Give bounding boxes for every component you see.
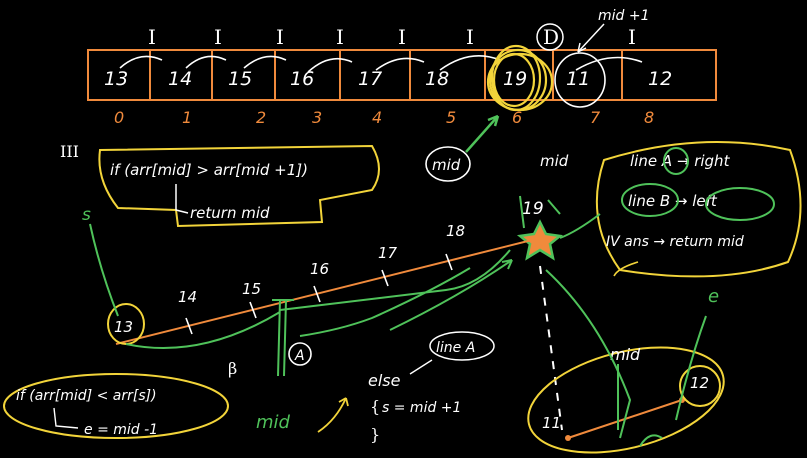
legend-outline (595, 141, 802, 278)
legend-iv: IV ans → return mid (606, 234, 744, 250)
beta-label: β (228, 359, 237, 378)
bottom-value-11: 11 (542, 414, 561, 432)
else-label: else (368, 371, 401, 390)
green-curves (89, 223, 511, 377)
graph-value-17: 17 (378, 244, 398, 262)
increasing-line (115, 237, 541, 345)
mark-5: I (466, 25, 474, 49)
bottom-12-circle (679, 365, 721, 407)
array-cell-5: 18 (425, 68, 449, 90)
note-bottom-outline (3, 373, 229, 439)
svg-text:}: } (370, 425, 380, 444)
mark-7: I (628, 25, 636, 49)
else-arrow (317, 397, 347, 433)
array-index-5: 5 (446, 108, 456, 127)
graph-value-16: 16 (310, 260, 329, 278)
peak-highlight-scribble (486, 44, 554, 112)
s-label: s (82, 205, 91, 225)
mid-bottom-right-label: mid (610, 345, 641, 364)
array-cell-2: 15 (228, 68, 252, 90)
legend-line-b: line B → left (628, 192, 718, 210)
point-a-circle (288, 342, 312, 366)
increase-marks: I I I I I I D I (148, 25, 636, 49)
legend-to-star-arrow (559, 213, 601, 239)
green-arrow-to-star (389, 259, 513, 331)
array-values: 13 14 15 16 17 18 19 11 12 (104, 68, 672, 90)
note-left-condition: if (arr[mid] > arr[mid +1]) (110, 161, 308, 179)
array-index-3: 3 (312, 108, 322, 127)
next-cell-circle (554, 52, 606, 108)
decrease-mark-circle (536, 23, 564, 51)
array-index-1: 1 (182, 108, 192, 127)
array-indices: 0 1 2 3 4 5 6 7 8 (114, 108, 654, 127)
point-a-label: A (294, 348, 305, 364)
note-bottom-action: e = mid -1 (84, 422, 158, 438)
array-index-2: 2 (256, 108, 266, 127)
graph-value-15: 15 (242, 280, 261, 298)
line-a-note: line A (436, 340, 475, 356)
mark-3: I (336, 25, 344, 49)
mid-circle-label: mid (432, 156, 461, 174)
note-left-outline (98, 144, 380, 228)
graph-value-13: 13 (114, 318, 133, 336)
else-body: s = mid +1 (382, 400, 461, 416)
bottom-right-outline (527, 346, 725, 454)
mark-2: I (276, 25, 284, 49)
array-index-6: 6 (512, 108, 522, 127)
line-a-note-circle (429, 331, 495, 361)
increasing-line-ticks (185, 253, 453, 335)
array-index-0: 0 (114, 108, 124, 127)
bottom-right-green-arrows (545, 269, 707, 447)
mid-arrow-to-peak (465, 115, 499, 153)
array-index-4: 4 (372, 108, 382, 127)
mark-6: D (543, 25, 559, 49)
increasing-line-values: 13 14 15 16 17 18 (114, 222, 465, 336)
mark-1: I (214, 25, 222, 49)
peak-value-label: 19 (522, 199, 544, 219)
array-cell-3: 16 (290, 68, 314, 90)
array-cell-4: 17 (358, 68, 382, 90)
mid-plus-1-arrow (577, 23, 605, 53)
array-index-7: 7 (590, 108, 601, 127)
array-cell-0: 13 (104, 68, 128, 90)
peak-star (516, 219, 564, 261)
note-left-action: return mid (190, 204, 270, 222)
dashed-drop-line (539, 265, 563, 431)
array-hop-arrows (119, 54, 643, 73)
array-cell-6: 19 (503, 68, 527, 90)
graph-value-18: 18 (446, 222, 465, 240)
array-index-8: 8 (644, 108, 654, 127)
note-numeral: III (60, 142, 79, 161)
graph-value-14: 14 (178, 288, 197, 306)
legend-line-a: line A → right (630, 152, 731, 170)
e-label: e (708, 286, 719, 307)
mark-4: I (398, 25, 406, 49)
array-cell-8: 12 (648, 68, 672, 90)
mark-0: I (148, 25, 156, 49)
svg-text:{: { (370, 397, 380, 416)
mid-lower-label: mid (256, 412, 291, 433)
note-bottom-condition: if (arr[mid] < arr[s]) (16, 388, 157, 404)
top-label-mid-plus-1: mid +1 (598, 8, 650, 24)
bottom-value-12: 12 (690, 374, 709, 392)
array-cell-7: 11 (566, 68, 590, 90)
array-cell-1: 14 (168, 68, 192, 90)
mid-upper-label: mid (540, 152, 569, 170)
mid-circle (425, 146, 471, 182)
